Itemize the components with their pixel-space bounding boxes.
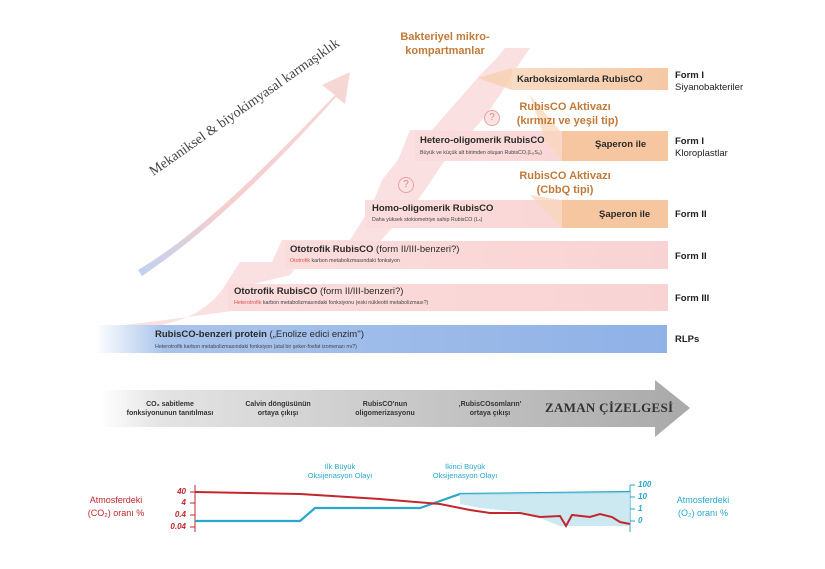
activase2-line1: RubisCO Aktivazı — [519, 170, 611, 182]
first-oxygenation-event-label: İlk Büyük Oksijenasyon Olayı — [290, 462, 390, 480]
heterotrophic-bar-title: Ototrofik RubisCO (form II/III-benzeri?) — [234, 286, 403, 297]
timeline-step-3-line2: oligomerizasyonu — [355, 410, 415, 417]
o2-axis-title-line2: (O₂) oranı % — [677, 508, 728, 518]
co2-axis-title: Atmosferdeki (CO₂) oranı % — [72, 494, 160, 520]
heterotrophic-sub-highlight: Heterotrofik — [234, 300, 262, 306]
autotrophic-title-main: Ototrofik RubisCO — [290, 244, 374, 255]
chaperone2-label: Şaperon ile — [599, 209, 651, 220]
o2-tick-0: 0 — [638, 516, 643, 525]
question-mark-icon: ? — [484, 110, 500, 126]
activase2-line2: (CbbQ tipi) — [536, 184, 594, 196]
rlps-label: RLPs — [675, 334, 700, 345]
form1-chloroplast-label: Form I Kloroplastlar — [675, 136, 728, 160]
event1-line1: İlk Büyük — [324, 462, 356, 471]
rlp-title-main: RubisCO-benzeri protein — [155, 329, 267, 340]
chaperone1-label: Şaperon ile — [595, 139, 647, 150]
co2-tick-0.4: 0.4 — [174, 510, 186, 519]
co2-tick-0.04: 0.04 — [170, 522, 186, 531]
form1a-line2: Siyanobakteriler — [675, 82, 744, 93]
heterotrophic-bar-title-rest: (form II/III-benzeri?) — [317, 286, 404, 297]
timeline-title: ZAMAN ÇİZELGESİ — [545, 400, 674, 415]
form1b-line1: Form I — [675, 136, 705, 147]
homo-oligomeric-title: Homo-oligomerik RubisCO — [372, 203, 494, 214]
rlp-subtitle: Heterotrofik karbon metabolizmasındaki f… — [155, 344, 357, 350]
event2-line1: İkinci Büyük — [444, 462, 486, 471]
autotrophic-subtitle: Ototrofik karbon metabolizmasındaki fonk… — [290, 258, 400, 264]
timeline-step-1-line2: fonksiyonunun tanıtılması — [126, 410, 214, 417]
form1-cyanobacteria-label: Form I Siyanobakteriler — [675, 70, 743, 94]
o2-axis-title: Atmosferdeki (O₂) oranı % — [663, 494, 743, 520]
form1a-line1: Form I — [675, 70, 705, 81]
o2-tick-1: 1 — [638, 504, 643, 513]
activase1-line1: RubisCO Aktivazı — [519, 101, 611, 113]
question-mark-icon: ? — [398, 177, 414, 193]
o2-tick-10: 10 — [638, 492, 647, 501]
co2-axis-title-line2: (CO₂) oranı % — [87, 508, 145, 518]
o2-tick-100: 100 — [638, 480, 652, 489]
autotrophic-sub-rest: karbon metabolizmasındaki fonksiyon — [310, 258, 400, 264]
timeline-step-4: ‚RubisCOsomların' ortaya çıkışı — [440, 400, 540, 418]
heterotrophic-bar-subtitle: Heterotrofik karbon metabolizmasındaki f… — [234, 300, 428, 306]
timeline-step-1: CO₂ sabitleme fonksiyonunun tanıtılması — [110, 400, 230, 418]
hetero-oligomeric-subtitle: Büyük ve küçük alt birimden oluşan Rubis… — [420, 150, 542, 156]
rlp-title: RubisCO-benzeri protein („Enolize edici … — [155, 329, 364, 340]
timeline-step-3-line1: RubisCO'nun — [362, 401, 408, 408]
form3-label: Form III — [675, 293, 710, 304]
timeline-step-4-line1: ‚RubisCOsomların' — [458, 401, 522, 408]
co2-tick-4: 4 — [181, 498, 186, 507]
o2-axis-title-line1: Atmosferdeki — [676, 495, 730, 505]
homo-oligomeric-subtitle: Daha yüksek stokiometriye sahip RubisCO … — [372, 217, 483, 223]
event1-line2: Oksijenasyon Olayı — [307, 471, 373, 480]
hetero-oligomeric-title: Hetero-oligomerik RubisCO — [420, 135, 545, 146]
autotrophic-title-rest: (form II/III-benzeri?) — [373, 244, 460, 255]
autotrophic-sub-highlight: Ototrofik — [290, 258, 311, 264]
heterotrophic-sub-rest: karbon metabolizmasındaki fonksiyonu (es… — [261, 300, 429, 306]
event2-line2: Oksijenasyon Olayı — [432, 471, 498, 480]
timeline-step-1-line1: CO₂ sabitleme — [146, 401, 194, 408]
heterotrophic-bar-title-main: Ototrofik RubisCO — [234, 286, 318, 297]
form2a-label: Form II — [675, 209, 707, 220]
co2-axis-title-line1: Atmosferdeki — [89, 495, 143, 505]
timeline-step-2: Calvin döngüsünün ortaya çıkışı — [228, 400, 328, 418]
activase1-line2: (kırmızı ve yeşil tip) — [516, 115, 619, 127]
form2b-label: Form II — [675, 251, 707, 262]
autotrophic-title: Ototrofik RubisCO (form II/III-benzeri?) — [290, 244, 459, 255]
co2-tick-40: 40 — [177, 487, 186, 496]
timeline-step-4-line2: ortaya çıkışı — [469, 410, 511, 417]
micro-compartments-title: Bakteriyel mikro- kompartmanlar — [400, 31, 490, 57]
timeline-step-2-line1: Calvin döngüsünün — [245, 401, 311, 408]
timeline-step-3: RubisCO'nun oligomerizasyonu — [335, 400, 435, 418]
second-oxygenation-event-label: İkinci Büyük Oksijenasyon Olayı — [415, 462, 515, 480]
carboxysome-label: Karboksizomlarda RubisCO — [517, 74, 643, 85]
form1b-line2: Kloroplastlar — [675, 148, 728, 159]
rlp-title-rest: („Enolize edici enzim'') — [266, 329, 364, 340]
timeline-step-2-line2: ortaya çıkışı — [257, 410, 299, 417]
